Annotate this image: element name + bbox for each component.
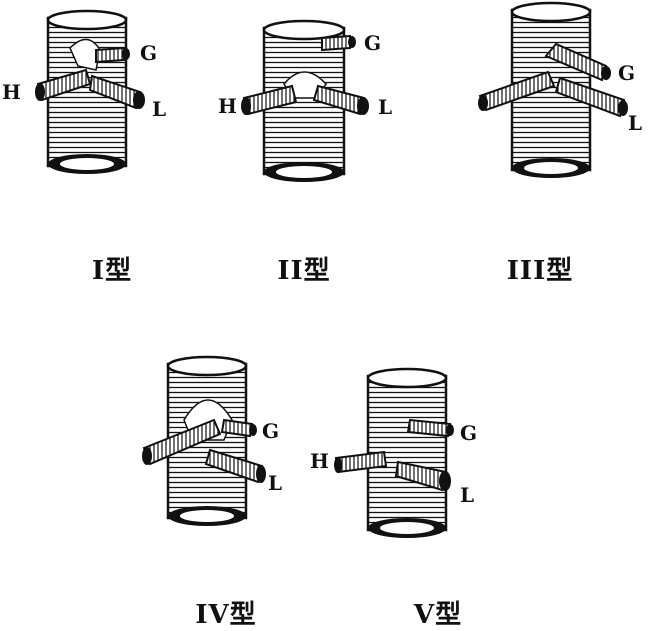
- branch-l: [88, 74, 145, 110]
- label-g: G: [140, 41, 157, 65]
- branch-h: [334, 450, 388, 474]
- figure-type-ii: H G L: [218, 19, 392, 182]
- label-h: H: [218, 94, 237, 118]
- label-l: L: [628, 111, 642, 135]
- label-g: G: [460, 421, 477, 445]
- branch-l: [554, 76, 628, 118]
- caption-type-i: I型: [91, 256, 133, 286]
- branch-h: [478, 70, 556, 112]
- label-l: L: [378, 95, 392, 119]
- main-vessel: [166, 355, 248, 526]
- figure-type-iii: G L: [478, 1, 642, 178]
- caption-type-v: V型: [413, 600, 463, 630]
- figure-type-v: H G L: [310, 367, 477, 538]
- branch-h: [142, 418, 222, 466]
- label-h: H: [310, 449, 329, 473]
- branch-g: [95, 46, 130, 64]
- branch-g: [321, 34, 356, 52]
- label-h: H: [2, 80, 21, 104]
- branch-l: [394, 460, 451, 492]
- figure-type-i: H G L: [2, 9, 166, 174]
- label-l: L: [152, 97, 166, 121]
- branch-l: [204, 448, 266, 484]
- label-l: L: [460, 483, 474, 507]
- label-g: G: [618, 61, 635, 85]
- branch-g: [406, 418, 454, 438]
- branch-g: [544, 42, 611, 82]
- figure-type-iv: G L: [142, 355, 282, 526]
- label-g: G: [262, 419, 279, 443]
- label-g: G: [364, 31, 381, 55]
- caption-type-ii: II型: [277, 256, 331, 286]
- caption-type-iii: III型: [506, 256, 574, 286]
- caption-type-iv: IV型: [195, 600, 257, 630]
- branch-g: [220, 418, 257, 438]
- branch-l: [312, 84, 369, 116]
- label-l: L: [268, 471, 282, 495]
- vessel-trunk: [69, 38, 101, 71]
- branch-h: [241, 84, 298, 116]
